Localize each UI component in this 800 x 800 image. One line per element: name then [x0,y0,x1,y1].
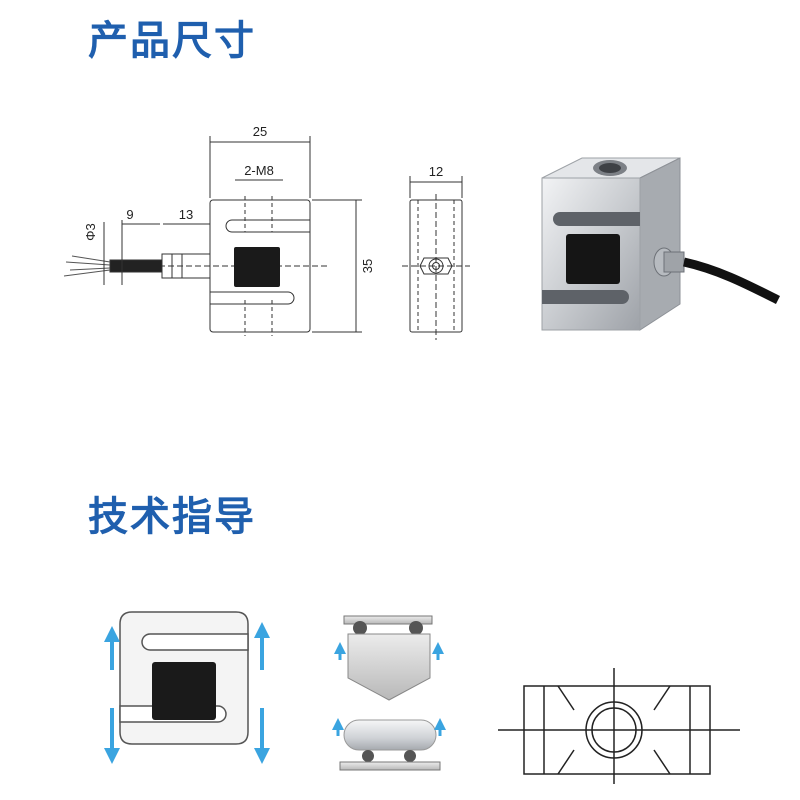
dim-height: 35 [360,259,375,273]
hopper-arrows [332,642,446,736]
load-cell-photo [541,157,781,331]
load-direction-arrows [104,622,270,764]
guide-sbeam-drawing [119,611,249,745]
dim-width: 25 [253,124,267,139]
section-title-dimensions: 产品尺寸 [88,18,256,64]
dim-cable-strip: 9 [126,207,133,222]
front-dimension-lines [103,136,362,333]
dim-gland: 13 [179,207,193,222]
strain-gauge-cover [234,247,280,287]
dim-cable-dia: Φ3 [83,223,98,241]
section-title-guide: 技术指导 [88,494,256,540]
guide-hopper-drawing [339,615,441,771]
guide-mounting-drawing [498,668,740,784]
side-view-drawing [402,176,470,340]
dim-thickness: 12 [429,164,443,179]
dim-thread: 2-M8 [244,163,274,178]
